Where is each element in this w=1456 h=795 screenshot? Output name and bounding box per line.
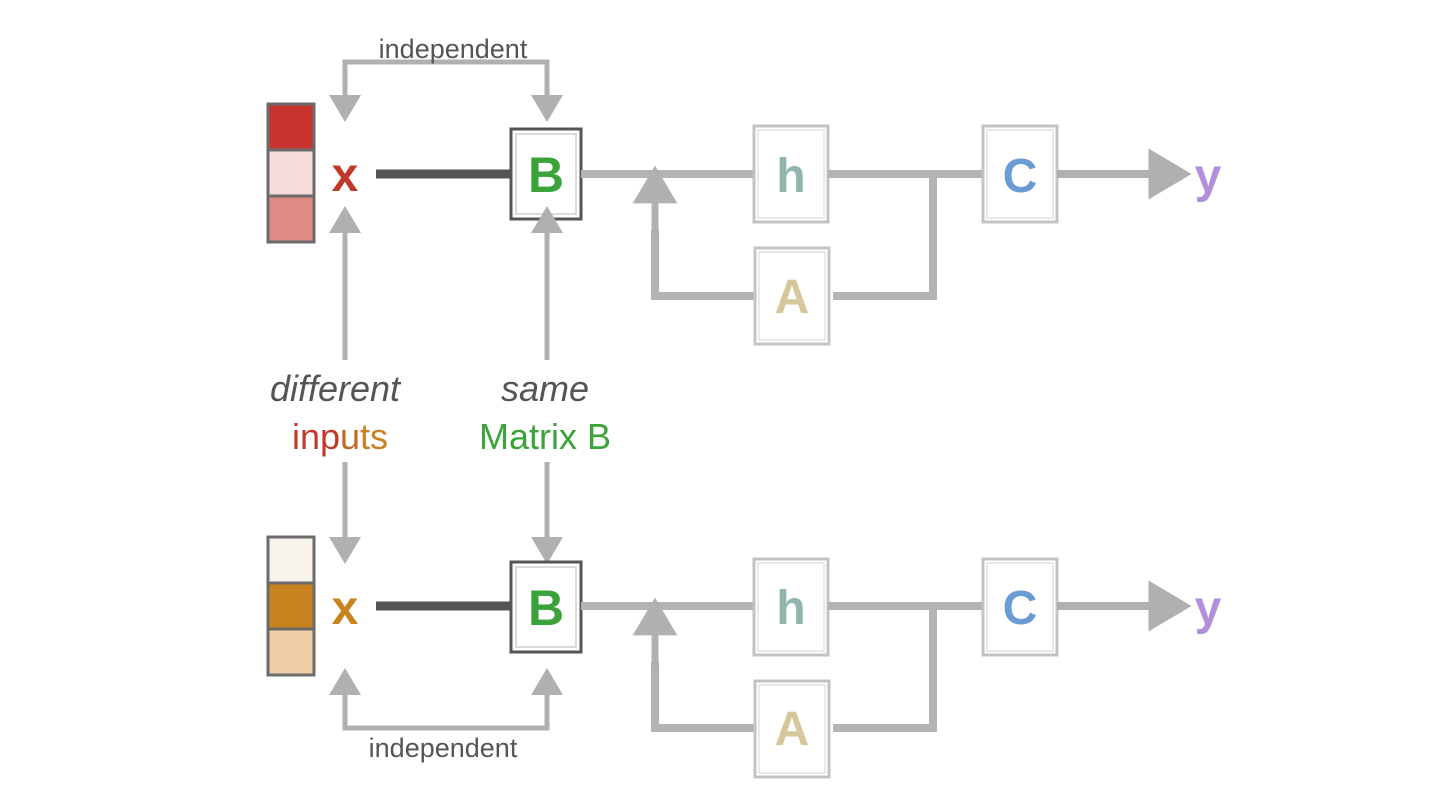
top-block-C-label: C <box>1003 150 1038 203</box>
top-independent-bracket: independent <box>329 34 564 122</box>
bottom-vector-cell-0 <box>266 535 316 585</box>
inputs-note-subject: inputs <box>292 416 388 457</box>
top-block-h[interactable]: h <box>752 124 830 224</box>
bottom-row: x B h <box>266 535 1222 779</box>
bottom-independent-bracket: independent <box>328 668 563 763</box>
bottom-block-A-label: A <box>775 703 810 756</box>
bottom-block-h[interactable]: h <box>752 557 830 657</box>
bottom-output-symbol-y: y <box>1195 582 1222 635</box>
top-output-symbol-y: y <box>1195 150 1222 203</box>
bottom-block-C-inner <box>986 562 1054 652</box>
top-block-A-label: A <box>775 271 810 324</box>
top-vector-cell-2 <box>266 194 316 244</box>
top-block-C[interactable]: C <box>981 124 1059 224</box>
top-row: independent x B <box>266 34 1222 346</box>
bottom-input-vector <box>266 535 316 677</box>
top-block-B-inner <box>515 133 577 215</box>
top-input-symbol-x: x <box>332 149 359 202</box>
bottom-input-symbol-x: x <box>332 582 359 635</box>
inputs-seg-2: ts <box>360 416 388 457</box>
matrix-note-subject: Matrix B <box>479 416 611 457</box>
top-block-h-inner <box>757 129 825 219</box>
inputs-seg-0: inp <box>292 416 340 457</box>
top-block-A[interactable]: A <box>753 246 831 346</box>
bottom-feedback-down-right <box>833 606 937 732</box>
top-vector-cell-0 <box>266 102 316 152</box>
bottom-vector-cell-2 <box>266 627 316 677</box>
top-vector-cell-1 <box>266 148 316 198</box>
inputs-seg-1: u <box>340 416 360 457</box>
bottom-bracket-label: independent <box>369 733 518 763</box>
bottom-feedback-left-up <box>651 662 755 732</box>
bottom-block-B-inner <box>515 566 577 648</box>
bottom-block-C[interactable]: C <box>981 557 1059 657</box>
bottom-block-h-label: h <box>776 582 805 635</box>
bottom-block-B-label: B <box>528 580 564 636</box>
top-block-B[interactable]: B <box>509 127 583 221</box>
top-block-A-inner <box>758 251 826 341</box>
top-feedback-path <box>632 165 937 300</box>
top-block-C-inner <box>986 129 1054 219</box>
bottom-block-B[interactable]: B <box>509 560 583 654</box>
matrix-note-emphasis: same <box>501 368 589 409</box>
bottom-block-A-inner <box>758 684 826 774</box>
bottom-feedback-path <box>632 597 937 732</box>
middle-annotations: different inputs same Matrix B <box>270 206 611 564</box>
bottom-block-h-inner <box>757 562 825 652</box>
inputs-note-emphasis: different <box>270 368 402 409</box>
top-input-vector <box>266 102 316 244</box>
top-block-h-label: h <box>776 150 805 203</box>
top-feedback-down-right <box>833 174 937 300</box>
top-bracket-label: independent <box>379 34 528 64</box>
bottom-block-C-label: C <box>1003 582 1038 635</box>
top-feedback-left-up <box>651 230 755 300</box>
bottom-block-A[interactable]: A <box>753 679 831 779</box>
top-block-B-label: B <box>528 147 564 203</box>
bottom-vector-cell-1 <box>266 581 316 631</box>
